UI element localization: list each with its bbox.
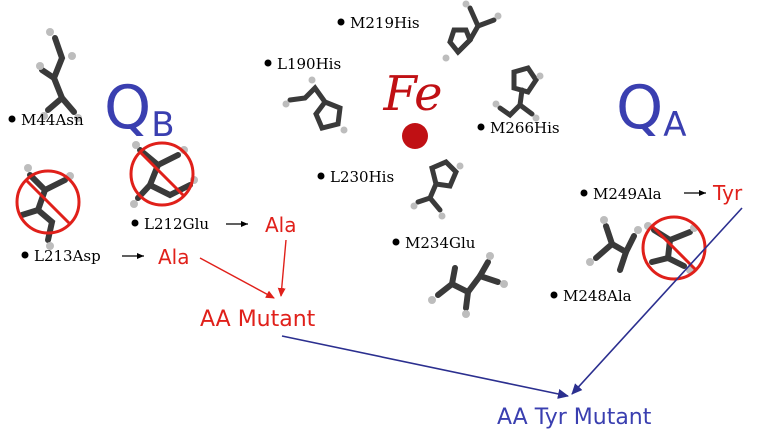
m249-crossed-molecule	[641, 215, 707, 281]
svg-text:L230His: L230His	[330, 168, 394, 186]
svg-text:M266His: M266His	[490, 119, 560, 137]
svg-text:M234Glu: M234Glu	[405, 234, 476, 252]
svg-text:L190His: L190His	[277, 55, 341, 73]
svg-text:M248Ala: M248Ala	[563, 287, 632, 305]
m266his-molecule	[492, 65, 544, 122]
arrow-tyr-to-aatyr	[571, 207, 743, 395]
ala-target-l212: Ala	[265, 213, 297, 237]
svg-text:L212Glu: L212Glu	[144, 215, 209, 233]
residue-m249ala: M249Ala	[580, 185, 706, 203]
residue-l212glu: L212Glu	[131, 215, 248, 233]
l190his-molecule	[282, 76, 348, 134]
aa-mutant-label: AA Mutant	[200, 307, 316, 332]
residue-m266his: M266His	[477, 119, 560, 137]
svg-text:M249Ala: M249Ala	[593, 185, 662, 203]
aa-tyr-mutant-label: AA Tyr Mutant	[497, 405, 652, 430]
residue-m234glu: M234Glu	[392, 234, 476, 252]
l230his-molecule	[410, 159, 464, 220]
svg-text:M44Asn: M44Asn	[21, 111, 84, 129]
qb-label: QB	[104, 73, 175, 145]
l212-crossed-molecule	[129, 141, 198, 208]
l213-crossed-molecule	[15, 164, 81, 250]
arrow-ala-l213-to-aa	[199, 257, 275, 299]
svg-text:M219His: M219His	[350, 14, 420, 32]
ala-target-l213: Ala	[158, 245, 190, 269]
qa-label: QA	[616, 73, 687, 145]
fe-atom-dot	[402, 123, 428, 149]
residue-l190his: L190His	[264, 55, 341, 73]
m219his-molecule	[442, 0, 502, 62]
residue-m248ala: M248Ala	[550, 287, 632, 305]
residue-l230his: L230His	[317, 168, 394, 186]
residue-l213asp: L213Asp	[21, 247, 144, 265]
residue-m44asn: M44Asn	[8, 111, 84, 129]
fe-label: Fe	[382, 66, 442, 122]
residue-m219his: M219His	[337, 14, 420, 32]
arrow-aa-to-aatyr	[281, 335, 569, 399]
m248ala-molecule	[586, 216, 642, 273]
m44asn-molecule	[36, 28, 82, 122]
svg-text:L213Asp: L213Asp	[34, 247, 101, 265]
m234glu-molecule	[428, 252, 508, 318]
arrow-ala-l212-to-aa	[277, 239, 287, 297]
tyr-target-m249: Tyr	[712, 181, 743, 205]
